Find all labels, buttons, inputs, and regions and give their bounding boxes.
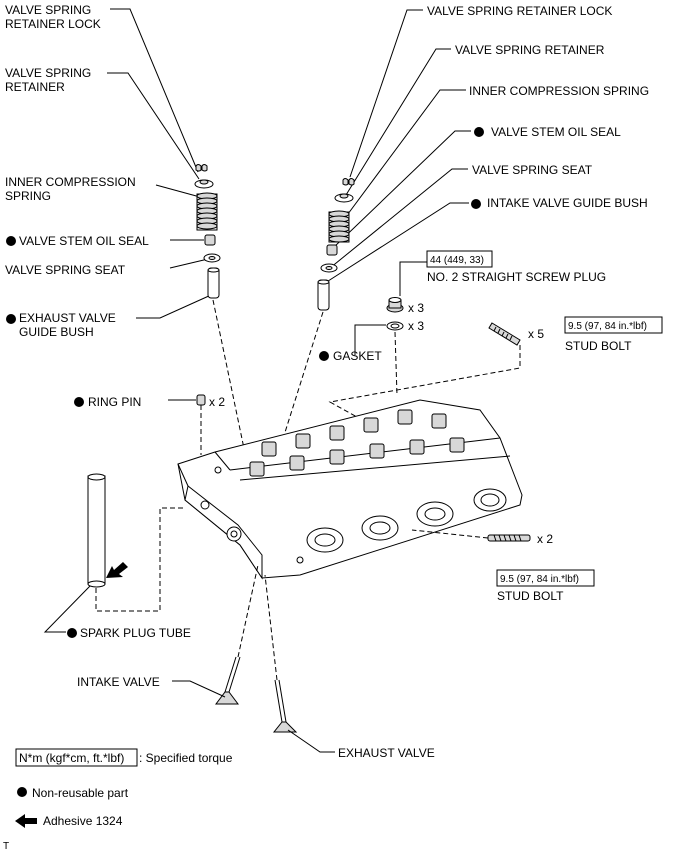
exhaust-retainer-label-2: RETAINER bbox=[5, 80, 65, 94]
intake-guide-bush-part bbox=[317, 279, 330, 311]
legend-adhesive: Adhesive 1324 bbox=[43, 814, 123, 828]
plug-label: NO. 2 STRAIGHT SCREW PLUG bbox=[427, 270, 606, 284]
stud-bottom-group bbox=[411, 529, 531, 542]
non-reusable-markers bbox=[6, 127, 484, 638]
exhaust-inner-spring-label-1: INNER COMPRESSION bbox=[5, 175, 136, 189]
stud-top-qty: x 5 bbox=[528, 327, 544, 341]
gasket-dot-icon bbox=[319, 351, 329, 361]
exhaust-retainer-label-1: VALVE SPRING bbox=[5, 66, 91, 80]
spark-plug-tube-label: SPARK PLUG TUBE bbox=[80, 626, 191, 640]
screw-plug-part bbox=[386, 297, 404, 313]
exhaust-oil-seal-dot-icon bbox=[6, 236, 16, 246]
exhaust-guide-bush-part bbox=[207, 267, 220, 299]
intake-guide-bush-dot-icon bbox=[471, 199, 481, 209]
intake-valve-part bbox=[215, 564, 259, 705]
stud-top-label: STUD BOLT bbox=[565, 339, 632, 353]
exhaust-oil-seal-label: VALVE STEM OIL SEAL bbox=[19, 234, 149, 248]
exhaust-guide-bush-label-2: GUIDE BUSH bbox=[19, 325, 94, 339]
legend-torque-desc: : Specified torque bbox=[139, 751, 233, 765]
cylinder-head-part bbox=[177, 399, 523, 580]
exhaust-guide-bush-label-1: EXHAUST VALVE bbox=[19, 311, 116, 325]
ring-pin-part bbox=[196, 394, 206, 406]
exhaust-valve-part bbox=[264, 574, 298, 733]
intake-valve-stack bbox=[280, 178, 355, 446]
intake-guide-bush-label: INTAKE VALVE GUIDE BUSH bbox=[487, 196, 648, 210]
intake-retainer-lock-label: VALVE SPRING RETAINER LOCK bbox=[427, 4, 612, 18]
gasket-part bbox=[386, 321, 404, 331]
exhaust-inner-spring-label-2: SPRING bbox=[5, 189, 51, 203]
stud-bolt-bottom-part bbox=[487, 534, 531, 542]
right-leader-lines bbox=[324, 9, 471, 284]
legend-adhesive-arrow-icon bbox=[15, 814, 37, 828]
ring-pin-qty: x 2 bbox=[209, 395, 225, 409]
stud-bolt-top-part bbox=[488, 322, 521, 346]
exhaust-guide-bush-dot-icon bbox=[6, 314, 16, 324]
stud-bottom-label: STUD BOLT bbox=[497, 589, 564, 603]
gasket-qty: x 3 bbox=[408, 319, 424, 333]
stud-bottom-torque-value: 9.5 (97, 84 in.*lbf) bbox=[500, 574, 579, 585]
legend: N*m (kgf*cm, ft.*lbf) : Specified torque… bbox=[15, 748, 233, 828]
legend-non-reusable: Non-reusable part bbox=[32, 786, 129, 800]
exhaust-retainer-lock-label-2: RETAINER LOCK bbox=[5, 17, 101, 31]
intake-oil-seal-part bbox=[326, 244, 338, 256]
gasket-label: GASKET bbox=[333, 349, 382, 363]
legend-non-reusable-dot-icon bbox=[17, 787, 27, 797]
intake-inner-spring-part bbox=[328, 210, 350, 243]
spark-plug-tube-dot-icon bbox=[67, 628, 77, 638]
screw-plug-group bbox=[354, 261, 427, 396]
plug-torque-value: 44 (449, 33) bbox=[430, 255, 484, 266]
intake-retainer-label: VALVE SPRING RETAINER bbox=[455, 43, 605, 57]
adhesive-arrow-icon bbox=[106, 562, 128, 578]
exhaust-spring-seat-label: VALVE SPRING SEAT bbox=[5, 263, 126, 277]
plug-qty: x 3 bbox=[408, 301, 424, 315]
stud-top-torque-box bbox=[564, 316, 663, 334]
intake-spring-seat-part bbox=[320, 263, 338, 273]
exhaust-oil-seal-part bbox=[204, 234, 216, 246]
intake-oil-seal-dot-icon bbox=[474, 127, 484, 137]
exhaust-valve-stack bbox=[194, 164, 247, 459]
stud-top-torque-value: 9.5 (97, 84 in.*lbf) bbox=[568, 321, 647, 332]
ring-pin-group bbox=[168, 394, 206, 455]
exhaust-inner-spring-part bbox=[196, 192, 218, 231]
exhaust-retainer-lock-label-1: VALVE SPRING bbox=[5, 3, 91, 17]
ring-pin-label: RING PIN bbox=[88, 395, 141, 409]
legend-torque-box bbox=[15, 748, 138, 767]
intake-valve-label: INTAKE VALVE bbox=[77, 675, 160, 689]
corner-mark: T bbox=[3, 841, 9, 852]
exhaust-retainer-part bbox=[194, 179, 214, 189]
spark-plug-tube-part bbox=[87, 473, 106, 588]
stud-top-group bbox=[328, 322, 521, 418]
plug-torque-box bbox=[426, 250, 493, 268]
ring-pin-dot-icon bbox=[74, 397, 84, 407]
intake-inner-spring-label: INNER COMPRESSION SPRING bbox=[469, 84, 649, 98]
intake-retainer-lock-part bbox=[342, 178, 355, 186]
spark-plug-tube-group bbox=[43, 473, 185, 633]
stud-bottom-qty: x 2 bbox=[537, 532, 553, 546]
exhaust-spring-seat-part bbox=[203, 253, 221, 263]
exhaust-retainer-lock-part bbox=[195, 164, 208, 172]
intake-spring-seat-label: VALVE SPRING SEAT bbox=[472, 163, 593, 177]
intake-retainer-part bbox=[334, 193, 354, 203]
intake-oil-seal-label: VALVE STEM OIL SEAL bbox=[491, 125, 621, 139]
legend-torque-unit: N*m (kgf*cm, ft.*lbf) bbox=[19, 751, 124, 765]
exhaust-valve-label: EXHAUST VALVE bbox=[338, 746, 435, 760]
left-leader-lines bbox=[107, 8, 212, 319]
stud-bottom-torque-box bbox=[496, 569, 595, 587]
